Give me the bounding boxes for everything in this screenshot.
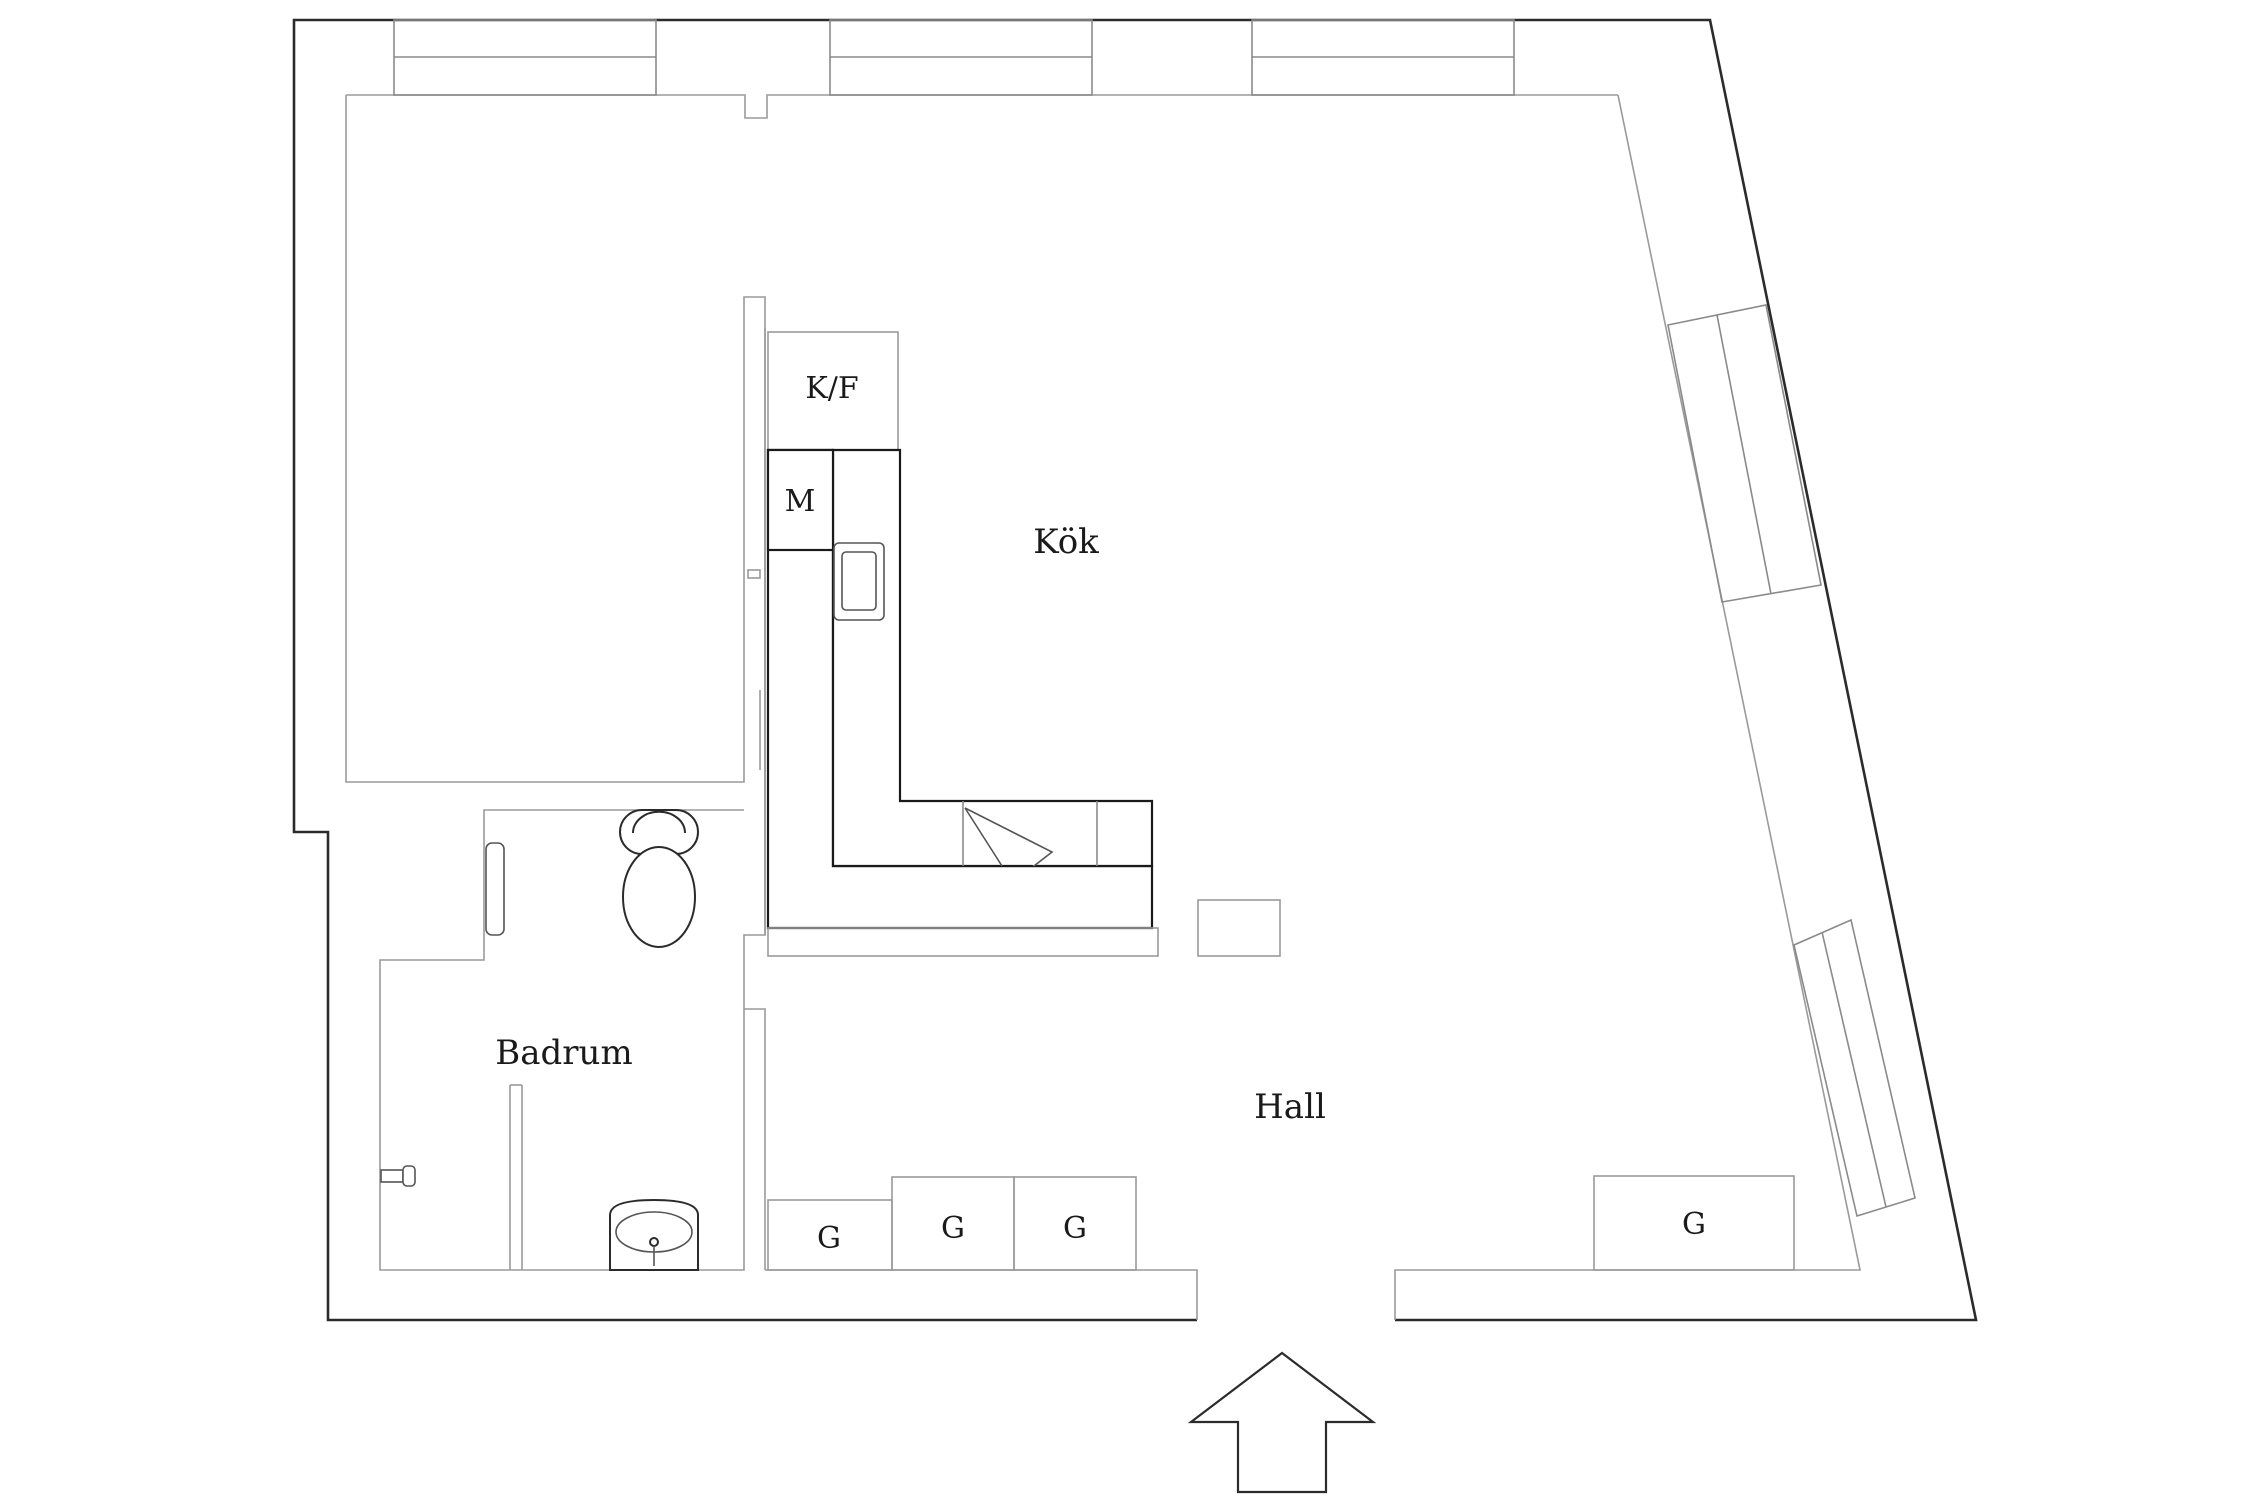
room-label-kitchen: Kök	[1033, 522, 1099, 562]
dishwasher-icon	[964, 807, 1054, 867]
fridge-freezer-unit: K/F	[767, 331, 899, 451]
bathroom-fixtures	[380, 809, 699, 1271]
wardrobe-label-4: G	[1682, 1207, 1706, 1242]
wardrobe-label-3: G	[1063, 1211, 1087, 1246]
kitchen-counter: M	[766, 448, 1159, 957]
shower-head-icon	[380, 1165, 416, 1187]
wardrobe-label-1: G	[817, 1221, 841, 1256]
windows-top	[393, 19, 1515, 96]
microwave-label: M	[785, 484, 816, 519]
wash-basin-icon	[609, 1198, 699, 1271]
room-label-hall: Hall	[1254, 1087, 1326, 1127]
outer-walls	[292, 18, 1978, 1322]
inner-walls	[345, 94, 1861, 1320]
room-label-bathroom: Badrum	[495, 1033, 632, 1073]
windows-right	[1667, 304, 1916, 1218]
wardrobes: G G G G	[767, 1175, 1795, 1271]
towel-rail-icon	[485, 842, 505, 936]
kitchen-island	[1197, 899, 1281, 957]
wardrobe-label-2: G	[941, 1211, 965, 1246]
fridge-freezer-label: K/F	[805, 371, 858, 406]
kitchen-sink-icon	[833, 542, 885, 621]
up-arrow-icon	[1187, 1351, 1377, 1494]
toilet-icon	[619, 809, 699, 948]
